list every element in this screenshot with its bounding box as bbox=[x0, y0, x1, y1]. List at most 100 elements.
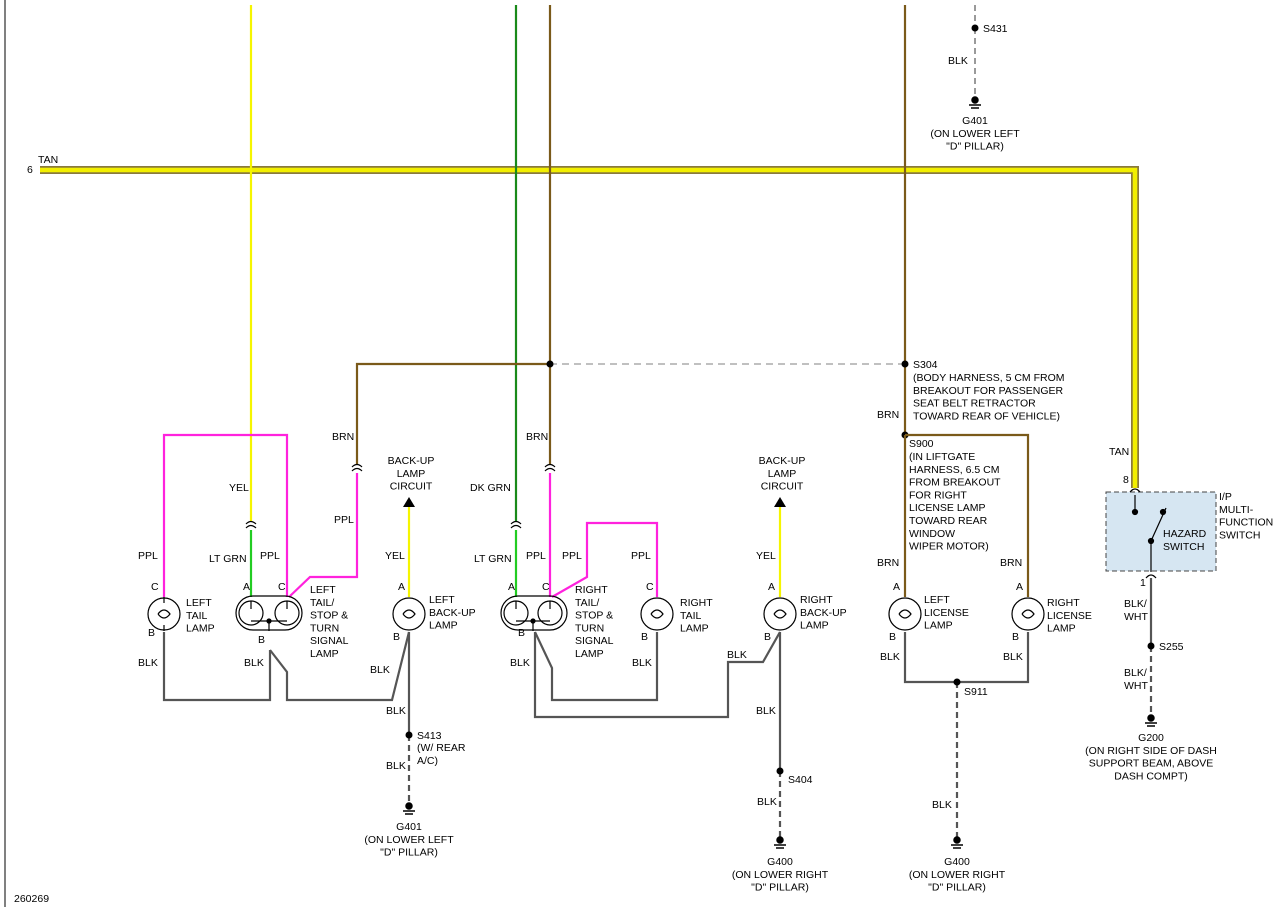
right-tail-lamp-icon bbox=[640, 597, 674, 631]
left-tail-lamp-icon bbox=[147, 597, 181, 631]
yel-label-left: YEL bbox=[229, 482, 249, 494]
lt-grn-label-left: LT GRN bbox=[209, 553, 247, 565]
blk-wire-right-stop bbox=[533, 631, 781, 719]
s911-label: S911 bbox=[964, 686, 988, 698]
ppl-wire-right-loop bbox=[551, 521, 659, 598]
pin-right-tail-b: B bbox=[641, 631, 648, 643]
ppl-label-right-loop: PPL bbox=[562, 550, 582, 562]
ppl-label-right-feed: PPL bbox=[526, 550, 546, 562]
tan-pin-label: 6 bbox=[27, 164, 33, 176]
g401-top-ground-icon bbox=[969, 96, 981, 109]
pin-left-backup-a: A bbox=[398, 581, 405, 593]
blk-label-left-backup: BLK bbox=[370, 664, 390, 676]
g400-a-ground-icon bbox=[774, 836, 786, 849]
s911-splice-dot bbox=[953, 678, 961, 686]
lt-grn-label-right: LT GRN bbox=[474, 553, 512, 565]
blk-wire-right-tail bbox=[534, 631, 659, 702]
blk-label-left-stop: BLK bbox=[244, 657, 264, 669]
s255-splice-dot bbox=[1147, 642, 1155, 650]
s900-label: S900 bbox=[909, 438, 934, 450]
pin-right-tail-c: C bbox=[646, 581, 654, 593]
connector-yel-icon bbox=[245, 520, 257, 529]
left-license-brn-label: BRN bbox=[877, 557, 899, 569]
blk-wire-left-stop-to-backup bbox=[269, 631, 411, 702]
brn-wire-left-branch bbox=[355, 362, 550, 465]
s304-left-splice-dot bbox=[546, 360, 554, 368]
left-backup-lamp-icon bbox=[392, 597, 426, 631]
right-tail-stop-lamp-icon bbox=[500, 595, 568, 631]
brn-label-center: BRN bbox=[526, 431, 548, 443]
blk-wht-label-bottom: BLK/WHT bbox=[1124, 667, 1148, 692]
blk-wire-license bbox=[903, 632, 1030, 684]
pin-right-stop-b: B bbox=[518, 627, 525, 639]
blk-label-s413-top: BLK bbox=[386, 705, 406, 717]
brn-wire-right-license bbox=[905, 433, 1030, 597]
s431-label: S431 bbox=[983, 23, 1008, 35]
right-backup-lamp-icon bbox=[763, 597, 797, 631]
left-tail-stop-lamp-icon bbox=[235, 595, 303, 631]
s431-blk-label: BLK bbox=[948, 55, 968, 67]
blk-label-s404: BLK bbox=[757, 796, 777, 808]
blk-wht-label-top: BLK/WHT bbox=[1124, 598, 1148, 623]
pin-right-stop-c: C bbox=[542, 581, 550, 593]
pin-right-license-b: B bbox=[1012, 631, 1019, 643]
blk-label-s413-bottom: BLK bbox=[386, 760, 406, 772]
g400-b-label: G400(ON LOWER RIGHT"D" PILLAR) bbox=[909, 856, 1006, 894]
pin-left-stop-b: B bbox=[258, 634, 265, 646]
connector-dkgrn-icon bbox=[510, 520, 522, 529]
pin-left-stop-c: C bbox=[278, 581, 286, 593]
ppl-label-right-tail: PPL bbox=[631, 550, 651, 562]
g200-ground-icon bbox=[1145, 714, 1157, 727]
figure-id: 260269 bbox=[14, 893, 49, 905]
blk-label-right-backup-down: BLK bbox=[756, 705, 776, 717]
g401-bottom-ground-icon bbox=[403, 802, 415, 815]
yel-label-left-backup: YEL bbox=[385, 550, 405, 562]
s304-label: S304 bbox=[913, 359, 938, 371]
blk-label-right-backup-link: BLK bbox=[727, 649, 747, 661]
right-license-lamp-icon bbox=[1011, 597, 1045, 631]
tan-wire bbox=[40, 166, 1139, 488]
blk-label-right-stop: BLK bbox=[510, 657, 530, 669]
pin-left-tail-b: B bbox=[148, 627, 155, 639]
s431-splice-dot bbox=[971, 24, 979, 32]
pin-right-backup-a: A bbox=[768, 581, 775, 593]
pin-right-backup-b: B bbox=[764, 631, 771, 643]
blk-label-right-tail: BLK bbox=[632, 657, 652, 669]
hazard-pin-1: 1 bbox=[1140, 577, 1146, 589]
s304-brn-label: BRN bbox=[877, 409, 899, 421]
s413-label: S413 bbox=[417, 730, 442, 742]
connector-brn-left-icon bbox=[351, 463, 363, 472]
pin-right-stop-a: A bbox=[508, 581, 515, 593]
g401-bottom-label: G401(ON LOWER LEFT"D" PILLAR) bbox=[364, 821, 454, 859]
g400-a-label: G400(ON LOWER RIGHT"D" PILLAR) bbox=[732, 856, 829, 894]
s404-splice-dot bbox=[776, 767, 784, 775]
left-license-lamp-icon bbox=[888, 597, 922, 631]
right-license-brn-label: BRN bbox=[1000, 557, 1022, 569]
pin-left-license-b: B bbox=[889, 631, 896, 643]
connector-hazard-top-icon bbox=[1129, 488, 1141, 493]
blk-label-s911: BLK bbox=[932, 799, 952, 811]
pin-left-backup-b: B bbox=[393, 631, 400, 643]
ppl-label-left-brn: PPL bbox=[334, 514, 354, 526]
dk-grn-label: DK GRN bbox=[470, 482, 511, 494]
ppl-wire-left-loop bbox=[162, 433, 289, 597]
blk-wire-left-loop bbox=[162, 632, 272, 702]
yel-label-right-backup: YEL bbox=[756, 550, 776, 562]
s404-label: S404 bbox=[788, 774, 813, 786]
hazard-pin-8: 8 bbox=[1123, 474, 1129, 486]
tan-label-hazard: TAN bbox=[1109, 446, 1129, 458]
